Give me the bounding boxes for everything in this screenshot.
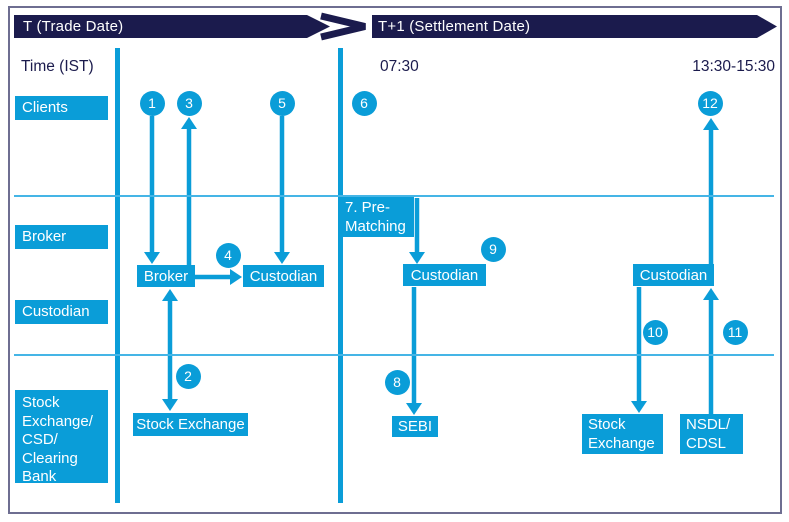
- phase-label-settlement-date: T+1 (Settlement Date): [378, 18, 531, 35]
- time-1330-1530: 13:30-15:30: [692, 58, 775, 75]
- step-circle-9: 9: [480, 236, 506, 262]
- phase-line-settlement: [338, 48, 343, 503]
- lane-label-stock-exchange-group: Stock Exchange/ CSD/ Clearing Bank: [15, 390, 108, 485]
- step-circle-1: 1: [139, 90, 165, 116]
- arrowhead-down-icon: [162, 399, 178, 411]
- node-stock-exchange-t1: Stock Exchange: [582, 414, 663, 454]
- arrowhead-up-icon: [703, 118, 719, 130]
- arrowhead-down-icon: [274, 252, 290, 264]
- step-circle-10: 10: [642, 319, 668, 345]
- chevron-separator-icon: [320, 12, 366, 41]
- step-circle-12: 12: [697, 90, 723, 116]
- phase-label-trade-date: T (Trade Date): [23, 18, 124, 35]
- node-custodian-0730: Custodian: [403, 264, 486, 286]
- node-custodian-1330: Custodian: [633, 264, 714, 286]
- step-circle-2: 2: [175, 363, 201, 389]
- lane-divider-custodian-exchange: [14, 354, 774, 356]
- step-circle-11: 11: [722, 319, 748, 345]
- step-circle-4: 4: [215, 242, 241, 268]
- arrowhead-right-icon: [230, 269, 242, 285]
- arrowhead-down-icon: [144, 252, 160, 264]
- node-broker: Broker: [137, 265, 195, 287]
- arrowhead-down-icon: [406, 403, 422, 415]
- node-stock-exchange-trade: Stock Exchange: [133, 413, 248, 436]
- phase-line-trade: [115, 48, 120, 503]
- step-circle-5: 5: [269, 90, 295, 116]
- time-0730: 07:30: [380, 58, 419, 75]
- arrowhead-up-icon: [181, 117, 197, 129]
- lane-label-custodian: Custodian: [15, 300, 108, 324]
- step-circle-6: 6: [351, 90, 377, 116]
- node-custodian-trade: Custodian: [243, 265, 324, 287]
- arrowhead-down-icon: [631, 401, 647, 413]
- arrowhead-up-icon: [703, 288, 719, 300]
- step-circle-3: 3: [176, 90, 202, 116]
- lane-label-broker: Broker: [15, 225, 108, 249]
- lane-label-clients: Clients: [15, 96, 108, 120]
- arrowhead-up-icon: [162, 289, 178, 301]
- arrowhead-down-icon: [409, 252, 425, 264]
- diagram-border-frame: [8, 6, 782, 514]
- time-axis-label: Time (IST): [21, 58, 94, 75]
- node-sebi: SEBI: [392, 416, 438, 437]
- node-nsdl-cdsl: NSDL/ CDSL: [680, 414, 743, 454]
- step-circle-8: 8: [384, 369, 410, 395]
- lane-divider-clients-broker: [14, 195, 774, 197]
- node-pre-matching: 7. Pre-Matching: [340, 197, 414, 237]
